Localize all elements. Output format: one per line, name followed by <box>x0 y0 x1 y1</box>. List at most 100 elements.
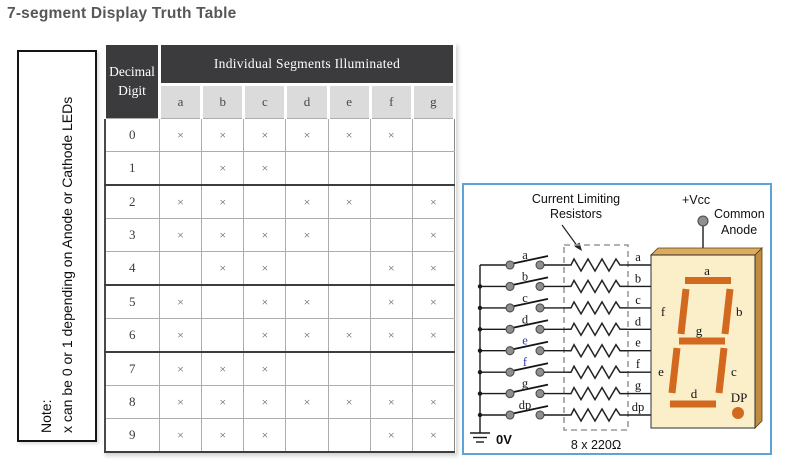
segment-mark-cell <box>411 351 456 386</box>
pin-label-c: c <box>635 293 641 307</box>
resistor-d <box>567 321 627 337</box>
switch-lever-g <box>512 383 549 393</box>
resistor-value-label: 8 x 220Ω <box>571 438 621 452</box>
switch-lever-a <box>512 255 549 265</box>
column-header-e: e <box>326 83 372 119</box>
segment-mark-cell: × <box>327 118 371 152</box>
note-heading: Note: <box>38 399 54 433</box>
segment-mark-cell <box>327 284 371 319</box>
table-row: 6×××××× <box>103 318 456 353</box>
resistor-c <box>567 300 627 316</box>
resistor-g <box>567 386 627 402</box>
segment-mark-cell: × <box>327 184 371 219</box>
segment-mark-cell: × <box>201 151 245 186</box>
display-label-c: c <box>731 364 737 379</box>
segment-mark-cell: × <box>411 218 456 252</box>
resistor-f <box>567 364 627 380</box>
circuit-diagram: Current Limiting Resistors 8 x 220Ω 0V a… <box>470 192 765 452</box>
common-anode-label-line1: Common <box>714 207 765 221</box>
switch-label-e: e <box>522 334 528 348</box>
truth-table-body: 0××××××1××2×××××3×××××4××××5×××××6××××××… <box>103 118 456 453</box>
segment-mark-cell: × <box>243 351 287 386</box>
switch-lever-dp <box>512 405 549 415</box>
segment-mark-cell: × <box>158 218 203 252</box>
pin-label-e: e <box>635 336 641 350</box>
segment-mark-cell: × <box>369 318 413 353</box>
display-label-dp: DP <box>731 390 748 405</box>
segment-mark-cell: × <box>201 184 245 219</box>
display-3d-top-edge <box>650 247 763 256</box>
circuit-panel: Current Limiting Resistors 8 x 220Ω 0V a… <box>462 183 772 455</box>
segment-mark-cell: × <box>411 284 456 319</box>
switch-terminal <box>505 346 515 356</box>
segment-mark-cell: × <box>201 218 245 252</box>
segment-mark-cell: × <box>243 251 287 286</box>
digit-cell: 0 <box>103 118 160 152</box>
switch-label-d: d <box>522 312 529 326</box>
segment-mark-cell <box>285 251 329 286</box>
resistor-b <box>567 278 627 294</box>
bus-junction-dot <box>477 348 483 353</box>
segment-mark-cell: × <box>158 118 203 152</box>
segment-mark-cell: × <box>243 218 287 252</box>
segment-e <box>668 347 681 394</box>
segment-mark-cell: × <box>285 318 329 353</box>
switch-terminal <box>505 367 515 377</box>
digit-cell: 2 <box>103 184 160 219</box>
segment-mark-cell <box>285 151 329 186</box>
segment-mark-cell <box>327 418 371 453</box>
annotation-arrow-line <box>561 224 579 248</box>
segment-mark-cell <box>158 251 203 286</box>
segment-mark-cell: × <box>243 284 287 319</box>
switch-terminal <box>535 281 545 291</box>
bus-junction-dot <box>477 305 483 311</box>
switch-label-dp: dp <box>519 398 532 412</box>
segment-mark-cell: × <box>201 251 245 286</box>
switch-label-f: f <box>523 355 528 369</box>
pin-label-b: b <box>635 271 641 285</box>
segment-mark-cell <box>158 151 203 186</box>
switch-lever-b <box>512 276 549 286</box>
segment-mark-cell <box>201 318 245 353</box>
segment-mark-cell: × <box>158 385 203 419</box>
switch-terminal <box>505 281 515 291</box>
segment-mark-cell <box>285 351 329 386</box>
segment-mark-cell: × <box>369 251 413 286</box>
table-row: 0×××××× <box>103 118 456 152</box>
table-row: 4×××× <box>103 251 456 286</box>
page-title: 7-segment Display Truth Table <box>7 5 237 22</box>
switch-lever-d <box>512 319 549 329</box>
segment-mark-cell: × <box>285 284 329 319</box>
digit-cell: 3 <box>103 218 160 252</box>
digit-cell: 9 <box>103 418 160 453</box>
segment-mark-cell: × <box>201 418 245 453</box>
bus-junction-dot <box>477 412 483 418</box>
segment-mark-cell: × <box>243 151 287 186</box>
segment-mark-cell: × <box>411 318 456 353</box>
table-row: 5××××× <box>103 284 456 319</box>
segment-mark-cell: × <box>411 418 456 453</box>
pin-label-d: d <box>635 314 642 328</box>
resistors-annotation-line2: Resistors <box>550 207 602 221</box>
segment-mark-cell: × <box>158 318 203 353</box>
display-label-b: b <box>736 304 743 319</box>
segment-mark-cell: × <box>369 385 413 419</box>
segment-mark-cell: × <box>243 418 287 453</box>
digit-cell: 1 <box>103 151 160 186</box>
resistor-e <box>567 343 627 359</box>
switch-lever-c <box>512 298 549 308</box>
segment-mark-cell: × <box>201 385 245 419</box>
segment-b <box>721 288 734 335</box>
table-row: 2××××× <box>103 184 456 219</box>
segment-mark-cell <box>411 118 456 152</box>
segment-mark-cell: × <box>327 385 371 419</box>
vcc-label: +Vcc <box>682 193 710 207</box>
table-row: 9××××× <box>103 418 456 453</box>
segment-mark-cell <box>411 151 456 186</box>
corner-header-cell: Decimal Digit <box>103 42 161 119</box>
column-header-g: g <box>410 83 457 119</box>
segment-mark-cell: × <box>243 118 287 152</box>
ground-label: 0V <box>496 432 512 447</box>
annotation-arrow-head-icon <box>574 242 582 251</box>
